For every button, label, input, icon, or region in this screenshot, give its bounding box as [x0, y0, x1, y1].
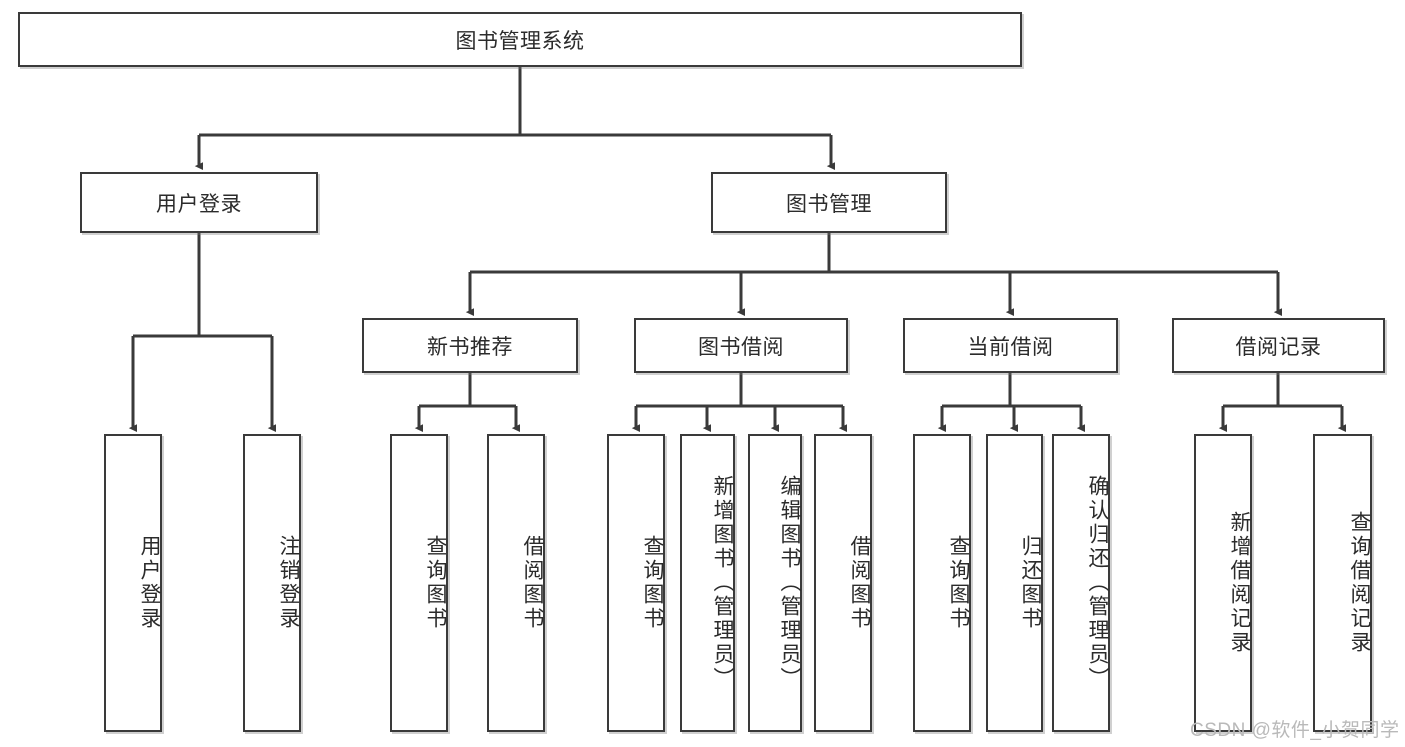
node-current-borrow[interactable]: 当前借阅: [903, 318, 1118, 373]
leaf-add-borrow-record[interactable]: 新增借阅记录: [1194, 434, 1252, 732]
node-label: 图书借阅: [698, 335, 784, 359]
leaf-edit-book-admin[interactable]: 编辑图书（管理员）: [748, 434, 802, 732]
leaf-query-borrow-record[interactable]: 查询借阅记录: [1313, 434, 1372, 732]
node-root-system[interactable]: 图书管理系统: [18, 12, 1022, 67]
leaf-query-book-new[interactable]: 查询图书: [390, 434, 448, 732]
node-label: 借阅图书: [848, 535, 871, 631]
leaf-logout[interactable]: 注销登录: [243, 434, 301, 732]
node-label: 新书推荐: [427, 335, 513, 359]
node-label: 确认归还（管理员）: [1086, 475, 1109, 691]
node-user-login[interactable]: 用户登录: [80, 172, 318, 233]
node-label: 归还图书: [1019, 535, 1042, 631]
node-label: 用户登录: [156, 192, 242, 216]
leaf-return-book[interactable]: 归还图书: [986, 434, 1043, 732]
node-label: 当前借阅: [967, 335, 1054, 359]
node-label: 图书管理系统: [455, 29, 585, 53]
node-label: 查询图书: [424, 535, 447, 631]
node-borrow-record[interactable]: 借阅记录: [1172, 318, 1385, 373]
node-label: 查询图书: [947, 535, 970, 631]
leaf-query-book-borrow[interactable]: 查询图书: [607, 434, 665, 732]
node-label: 借阅记录: [1235, 335, 1322, 359]
node-label: 查询借阅记录: [1348, 511, 1371, 655]
leaf-borrow-book-new[interactable]: 借阅图书: [487, 434, 545, 732]
node-book-borrow[interactable]: 图书借阅: [634, 318, 848, 373]
node-book-management[interactable]: 图书管理: [711, 172, 947, 233]
node-label: 新增图书（管理员）: [711, 475, 734, 691]
node-label: 查询图书: [641, 535, 664, 631]
leaf-add-book-admin[interactable]: 新增图书（管理员）: [680, 434, 735, 732]
leaf-confirm-return-admin[interactable]: 确认归还（管理员）: [1052, 434, 1110, 732]
node-label: 编辑图书（管理员）: [778, 475, 801, 691]
leaf-borrow-book[interactable]: 借阅图书: [814, 434, 872, 732]
node-new-book-recommend[interactable]: 新书推荐: [362, 318, 578, 373]
leaf-query-book-current[interactable]: 查询图书: [913, 434, 971, 732]
node-label: 图书管理: [786, 192, 872, 216]
leaf-user-login[interactable]: 用户登录: [104, 434, 162, 732]
node-label: 新增借阅记录: [1228, 511, 1251, 655]
node-label: 注销登录: [277, 535, 300, 631]
node-label: 用户登录: [138, 535, 161, 631]
node-label: 借阅图书: [521, 535, 544, 631]
